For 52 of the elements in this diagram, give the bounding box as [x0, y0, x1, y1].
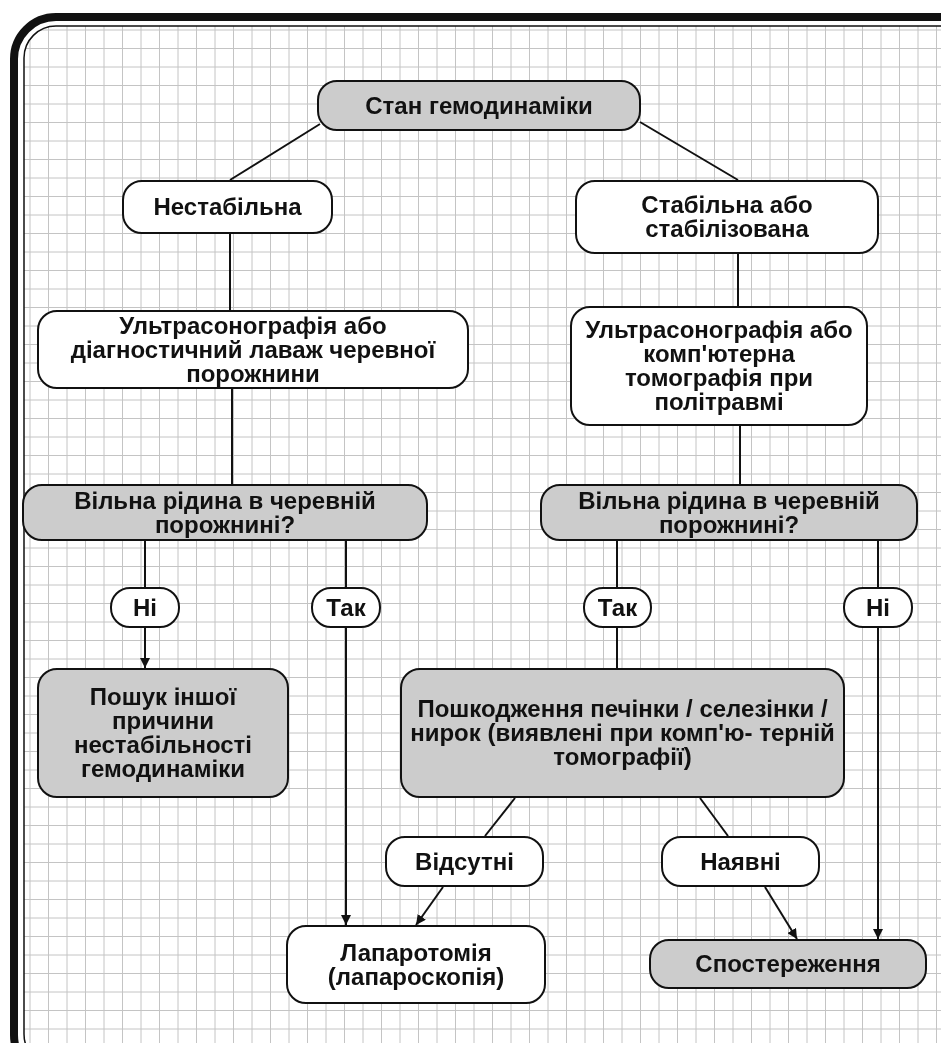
connector-line	[699, 797, 729, 837]
connector-line	[616, 540, 618, 588]
decision-box	[317, 80, 641, 131]
connector-line	[229, 233, 231, 311]
arrow	[873, 627, 883, 940]
node-label: Пошук іншої причини нестабільності гемодинаміки	[72, 685, 254, 781]
node-label: Спостереження	[695, 952, 881, 976]
arrow	[415, 886, 444, 926]
answer-pill	[583, 587, 652, 628]
node-label: Стан гемодинаміки	[365, 93, 593, 118]
node-label: Пошкодження печінки / селезінки / нирок (виявлені при комп'ю- терній томографії)	[409, 697, 836, 769]
node-label: Лапаротомія (лапароскопія)	[326, 940, 506, 989]
process-box	[575, 180, 879, 254]
answer-pill	[110, 587, 180, 628]
connector-line	[144, 540, 146, 588]
arrow	[764, 886, 798, 940]
connector-line	[737, 253, 739, 307]
connector-line	[739, 425, 741, 485]
process-box	[661, 836, 820, 887]
process-box	[570, 306, 868, 426]
node-label: Наявні	[700, 849, 781, 874]
connector-line	[639, 121, 739, 181]
process-box	[37, 310, 469, 389]
decision-box	[22, 484, 428, 541]
decision-box	[540, 484, 918, 541]
connector-line	[484, 797, 516, 837]
node-label: Стабільна або стабілізована	[640, 193, 814, 241]
connector-line	[345, 540, 347, 588]
node-label: Вільна рідина в черевній порожнині?	[73, 488, 377, 537]
decision-box	[400, 668, 845, 798]
arrow	[341, 627, 351, 926]
process-box	[122, 180, 333, 234]
connector-line	[616, 627, 618, 669]
connector-line	[229, 123, 321, 181]
connector-line	[231, 388, 233, 485]
arrow	[140, 627, 150, 669]
node-label: Ні	[133, 595, 157, 620]
node-label: Вільна рідина в черевній порожнині?	[577, 488, 881, 537]
node-label: Ультрасонографія або діагностичний лаваж черевної порожнини	[69, 313, 437, 386]
answer-pill	[843, 587, 913, 628]
node-label: Відсутні	[415, 849, 514, 874]
node-label: Ультрасонографія або комп'ютерна томографія при політравмі	[584, 318, 854, 414]
answer-pill	[311, 587, 381, 628]
connector-line	[877, 540, 879, 588]
process-box	[286, 925, 546, 1004]
node-label: Так	[597, 595, 638, 620]
process-box	[385, 836, 544, 887]
decision-box	[37, 668, 289, 798]
node-label: Так	[326, 595, 366, 620]
decision-box	[649, 939, 927, 989]
node-label: Ні	[866, 595, 890, 620]
node-label: Нестабільна	[153, 195, 302, 219]
